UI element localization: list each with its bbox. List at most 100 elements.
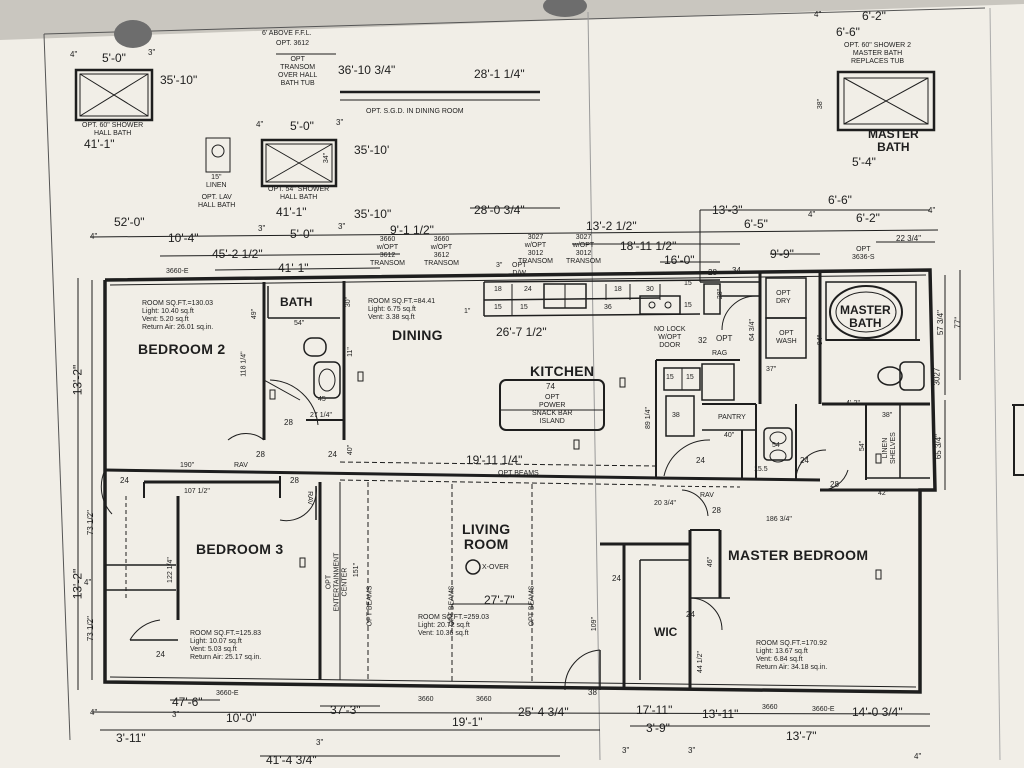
label-24d: 24 [686, 610, 695, 619]
dim-left-13-2: 13'-2" [70, 364, 85, 396]
dim-6-6: 6'-6" [828, 193, 852, 207]
label-24a: 24 [120, 476, 129, 485]
label-rav-1: RAV [234, 462, 248, 469]
dim-10-4: 10'-4" [168, 231, 199, 245]
label-opt-entertainment: OPT ENTERTAINMENT CENTER [325, 552, 349, 612]
label-opt-beams-top: OPT BEAMS [498, 470, 539, 477]
label-15c: 15 [494, 304, 502, 311]
dim-left-13-2b: 13'-2" [70, 568, 85, 600]
label-38c: 38 [588, 688, 597, 697]
label-rav-2: RAV [305, 491, 313, 505]
dim-top-34: 34" [323, 152, 331, 164]
dim-b-47-6: 47'-6" [172, 695, 203, 709]
window-3660e-a: 3660-E [166, 268, 189, 275]
label-opt-beams-v1: OPT BEAMS [366, 585, 374, 627]
label-opt-dry: OPT DRY [776, 290, 791, 306]
linen-sketch [205, 137, 231, 173]
label-24b: 24 [156, 650, 165, 659]
window-3636s: OPT 3636-S [852, 246, 875, 262]
window-3660-d: 3660 [476, 696, 492, 703]
dim-36-10-34: 36'-10 3/4" [338, 63, 396, 77]
label-15d: 15 [520, 304, 528, 311]
room-wic: WIC [654, 625, 678, 639]
dim-6-5: 6'-5" [744, 217, 768, 231]
dim-22-34: 22 3/4" [896, 234, 922, 243]
island-label: OPT POWER SNACK BAR ISLAND [532, 394, 573, 426]
label-opt-3612: OPT. 3612 [276, 40, 310, 47]
window-3660e-c: 3660-E [812, 706, 835, 713]
label-24g: 24 [524, 286, 532, 293]
dim-mb-4: 4" [814, 10, 822, 19]
dim-b-10-0: 10'-0" [226, 711, 257, 725]
window-3027-a: 3027 w/OPT 3012 TRANSOM [518, 234, 553, 266]
label-11: 11" [346, 347, 354, 357]
dim-6-2: 6'-2" [856, 211, 880, 225]
dim-top-3: 3" [148, 48, 156, 57]
dim-top-4b: 4" [256, 120, 264, 129]
room-bedroom-2: BEDROOM 2 [138, 341, 226, 357]
label-40b: 40" [347, 444, 355, 456]
dim-b-41-4-34: 41'-4 3/4" [266, 753, 317, 767]
dim-3-b: 3" [338, 222, 346, 231]
dim-9-9: 9'-9" [770, 247, 794, 261]
dim-35-10: 35'-10" [354, 207, 392, 221]
label-4-2: 4'-2" [846, 400, 860, 407]
label-46: 46" [707, 556, 715, 568]
dim-top-3b: 3" [336, 118, 344, 127]
dim-18-11-12: 18'-11 1/2" [620, 239, 677, 253]
label-hall-shower-54: OPT. 54" SHOWER HALL BATH [268, 186, 330, 202]
label-24c: 24 [696, 456, 705, 465]
label-89-14: 89 1/4" [644, 407, 652, 429]
label-49: 49" [251, 308, 259, 320]
island-number: 74 [546, 382, 555, 391]
label-28a: 28 [284, 418, 293, 427]
label-44-12: 44 1/2" [696, 651, 704, 673]
dim-mb-6-6: 6'-6" [836, 25, 860, 39]
dim-52-0: 52'-0" [114, 215, 145, 229]
master-shower-sketch [836, 70, 936, 132]
dim-b-3d: 3" [622, 746, 630, 755]
dim-mb-5-4: 5'-4" [852, 155, 876, 169]
info-master-bedroom: ROOM SQ.FT.=170.92 Light: 13.67 sq.ft Ve… [756, 640, 828, 672]
room-master-bath: MASTER BATH [840, 303, 891, 330]
label-38b: 38" [882, 412, 893, 419]
dim-b-4: 4" [90, 708, 98, 717]
label-opt-beams-v3: OPT BEAMS [528, 585, 536, 627]
room-kitchen: KITCHEN [530, 363, 595, 379]
room-dining: DINING [392, 327, 443, 343]
label-opt-transom: OPT TRANSOM OVER HALL BATH TUB [278, 56, 318, 88]
dim-b-13-11: 13'-11" [702, 707, 739, 721]
label-24h: 24 [612, 574, 621, 583]
window-3660-e: 3660 [762, 704, 778, 711]
window-3660-a: 3660 w/OPT 3612 TRANSOM [370, 236, 405, 268]
label-15-5: 15.5 [754, 466, 768, 473]
label-32: 32 [698, 336, 707, 345]
dim-b-3c: 3" [316, 738, 324, 747]
label-28b: 28 [256, 450, 265, 459]
dim-41-1: 41'-1" [278, 261, 309, 275]
room-master-bedroom: MASTER BEDROOM [728, 547, 869, 563]
label-27-14: 27 1/4" [310, 412, 332, 419]
hall-shower-54-sketch [260, 138, 338, 188]
label-opt-beams-v2: OPT BEAMS [448, 585, 456, 627]
label-linen-shelves: LINEN SHELVES [881, 432, 897, 464]
label-27-7: 27'-7" [484, 593, 515, 607]
label-186-34: 186 3/4" [766, 516, 792, 523]
room-bedroom-3: BEDROOM 3 [196, 541, 284, 557]
label-above-ffl: 6' ABOVE F.F.L. [262, 30, 312, 37]
label-118-14: 118 1/4" [240, 351, 248, 377]
window-3660-b: 3660 w/OPT 3612 TRANSOM [424, 236, 459, 268]
dim-top-5-0: 5'-0" [102, 51, 126, 65]
dim-4-a: 4" [808, 210, 816, 219]
window-3027-b: 3027 w/OPT 3012 TRANSOM [566, 234, 601, 266]
window-3660-c: 3660 [418, 696, 434, 703]
dim-top-35-10: 35'-10" [160, 73, 198, 87]
label-38: 38 [672, 412, 680, 419]
label-18b: 18 [614, 286, 622, 293]
dim-right-57-34: 57 3/4" [935, 310, 945, 336]
dim-top-5-0b: 5'-0" [290, 119, 314, 133]
dim-28-1-14: 28'-1 1/4" [474, 67, 525, 81]
